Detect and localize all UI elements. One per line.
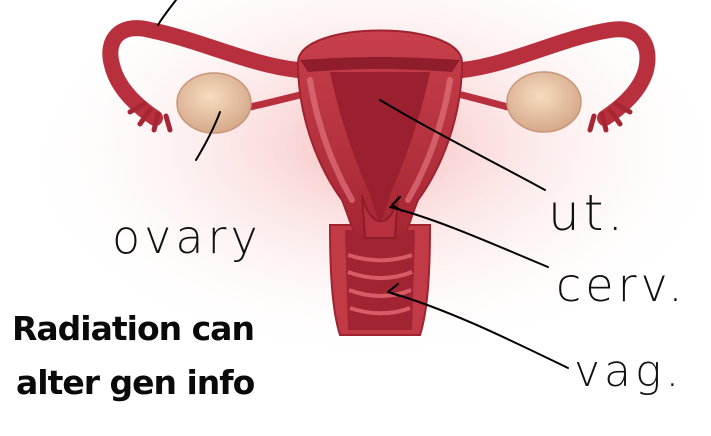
right-ovary [507, 72, 581, 132]
label-vagina: vag. [574, 350, 683, 394]
radiation-note-line-2: alter gen info [16, 366, 254, 399]
label-uterus: ut. [548, 188, 627, 238]
radiation-note-line-1: Radiation can [12, 312, 254, 345]
label-ovary: ovary [112, 214, 262, 260]
label-cervix: cerv. [556, 262, 687, 308]
